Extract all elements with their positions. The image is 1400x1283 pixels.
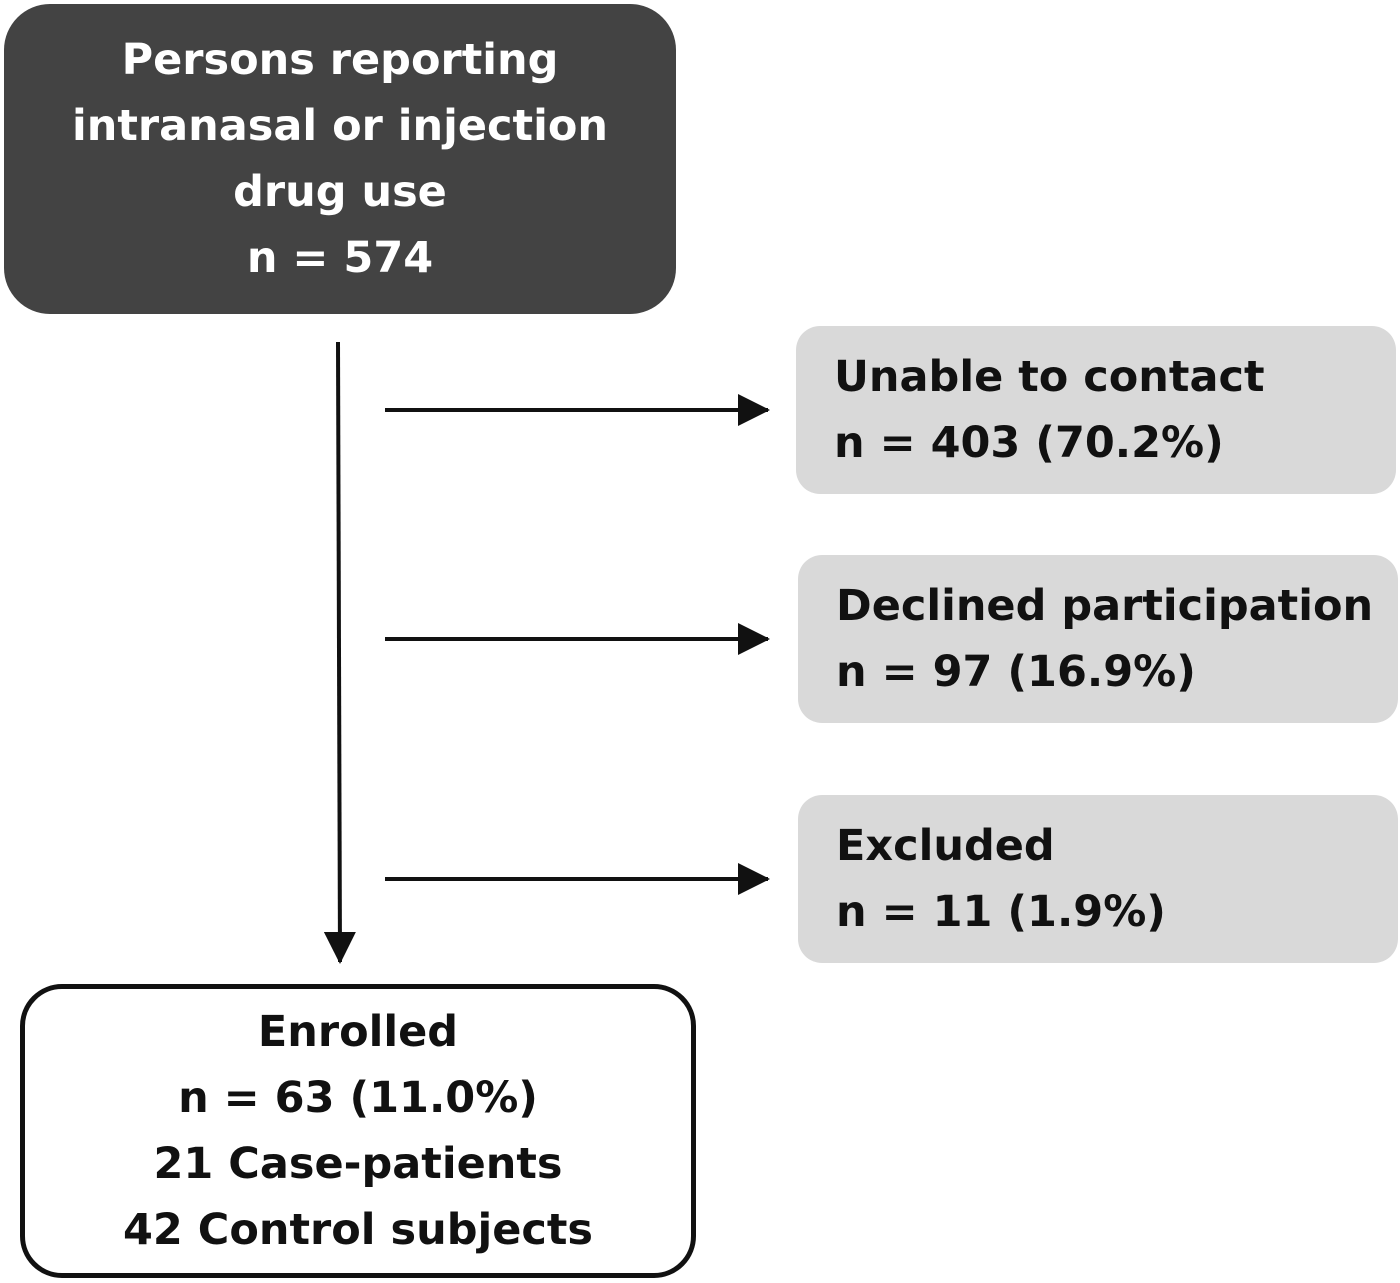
enrolled-count: n = 63 (11.0%) — [178, 1073, 538, 1123]
source-line-3: drug use — [233, 167, 447, 217]
excluded-box: Excluded n = 11 (1.9%) — [798, 795, 1398, 963]
enrolled-label: Enrolled — [257, 1007, 459, 1057]
unable-to-contact-box: Unable to contact n = 403 (70.2%) — [796, 326, 1396, 494]
excluded-count: n = 11 (1.9%) — [836, 887, 1166, 937]
source-count: n = 574 — [246, 233, 434, 283]
declined-participation-box: Declined participation n = 97 (16.9%) — [798, 555, 1398, 723]
main-flow-arrow — [323, 341, 356, 964]
declined-participation-count: n = 97 (16.9%) — [836, 647, 1196, 697]
source-population-box: Persons reporting intranasal or injectio… — [4, 4, 676, 314]
enrolled-case-patients: 21 Case-patients — [153, 1139, 563, 1189]
enrolled-control-subjects: 42 Control subjects — [122, 1205, 594, 1255]
source-line-1: Persons reporting — [121, 35, 559, 85]
source-line-2: intranasal or injection — [72, 101, 608, 151]
declined-participation-label: Declined participation — [836, 581, 1374, 631]
excluded-label: Excluded — [836, 821, 1055, 871]
unable-to-contact-label: Unable to contact — [834, 352, 1265, 402]
unable-to-contact-count: n = 403 (70.2%) — [834, 418, 1224, 468]
enrolled-box: Enrolled n = 63 (11.0%) 21 Case-patients… — [20, 984, 696, 1278]
